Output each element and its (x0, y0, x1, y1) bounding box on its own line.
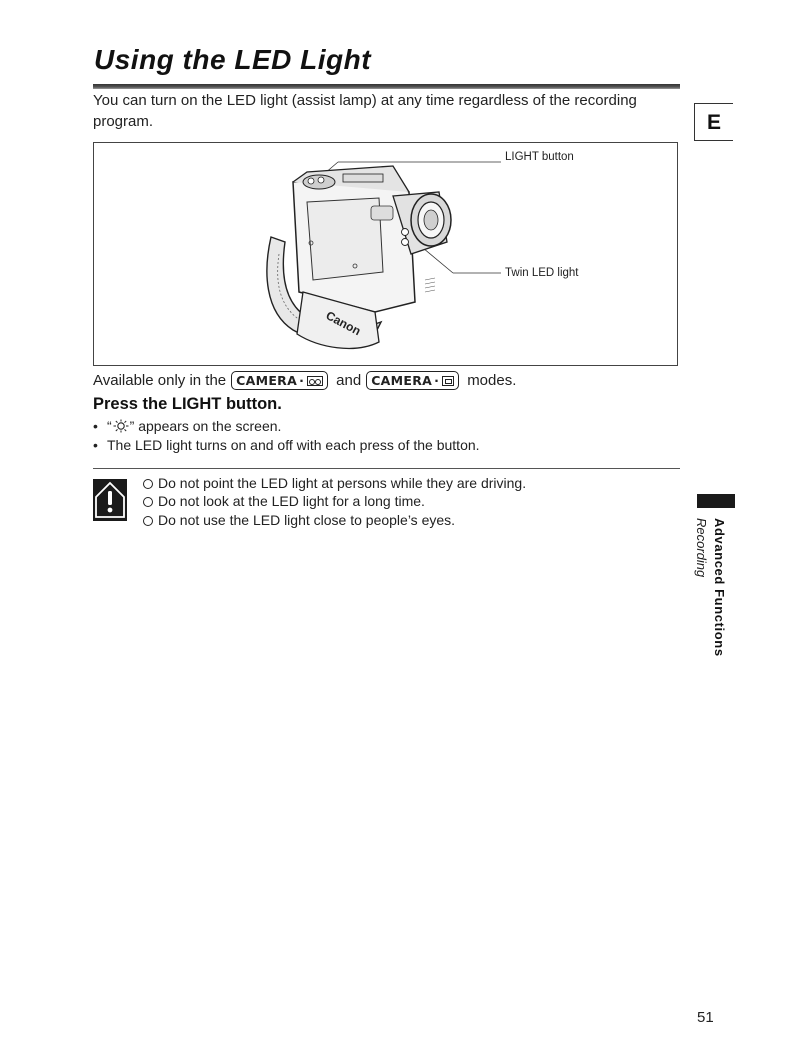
intro-paragraph: You can turn on the LED light (assist la… (93, 92, 637, 130)
bullet-item: • The LED light turns on and off with eac… (93, 437, 480, 453)
availability-conjunction: and (336, 372, 362, 389)
side-section-title: Advanced Functions (712, 518, 727, 657)
step-heading: Press the LIGHT button. (93, 395, 282, 413)
callout-light-button: LIGHT button (505, 151, 574, 163)
open-quote: “ (107, 418, 112, 434)
mode-label: CAMERA (371, 373, 433, 388)
side-subsection-title: Recording (694, 518, 709, 578)
title-underline (93, 84, 680, 89)
note-text: Do not use the LED light close to people… (158, 512, 456, 528)
warning-icon (93, 479, 127, 521)
camera-card-mode-badge: CAMERA · (366, 371, 460, 390)
camcorder-illustration: Canon (266, 161, 501, 350)
mode-separator: · (299, 373, 305, 388)
bullet-marker: • (93, 437, 98, 453)
circle-bullet-icon (143, 516, 153, 526)
figure-frame (93, 142, 678, 366)
bullet-text: The LED light turns on and off with each… (107, 437, 480, 453)
mode-label: CAMERA (236, 373, 298, 388)
note-text: Do not look at the LED light for a long … (158, 493, 425, 509)
caution-note: Do not use the LED light close to people… (143, 512, 455, 528)
camera-tape-mode-badge: CAMERA · (231, 371, 329, 390)
memory-card-icon (442, 375, 455, 386)
bullet-item: • “ ” appears on the screen. (93, 418, 281, 434)
tape-icon (307, 375, 324, 386)
language-tab: E (694, 103, 733, 141)
availability-suffix: modes. (467, 372, 517, 389)
availability-prefix: Available only in the (93, 372, 227, 389)
side-section-label: Advanced Functions Recording (672, 518, 732, 668)
mode-separator: · (434, 373, 440, 388)
page-number: 51 (697, 1009, 714, 1026)
circle-bullet-icon (143, 479, 153, 489)
bullet-marker: • (93, 418, 98, 434)
light-icon (113, 419, 129, 433)
caution-note: Do not point the LED light at persons wh… (143, 475, 526, 491)
section-marker-bar (697, 494, 735, 508)
page-title: Using the LED Light (94, 44, 372, 75)
caution-note: Do not look at the LED light for a long … (143, 493, 425, 509)
notes-divider (93, 468, 680, 469)
callout-twin-led-light: Twin LED light (505, 267, 579, 279)
circle-bullet-icon (143, 497, 153, 507)
note-text: Do not point the LED light at persons wh… (158, 475, 527, 491)
availability-line: Available only in the CAMERA · and CAMER… (93, 371, 516, 390)
bullet-text: ” appears on the screen. (129, 418, 282, 434)
